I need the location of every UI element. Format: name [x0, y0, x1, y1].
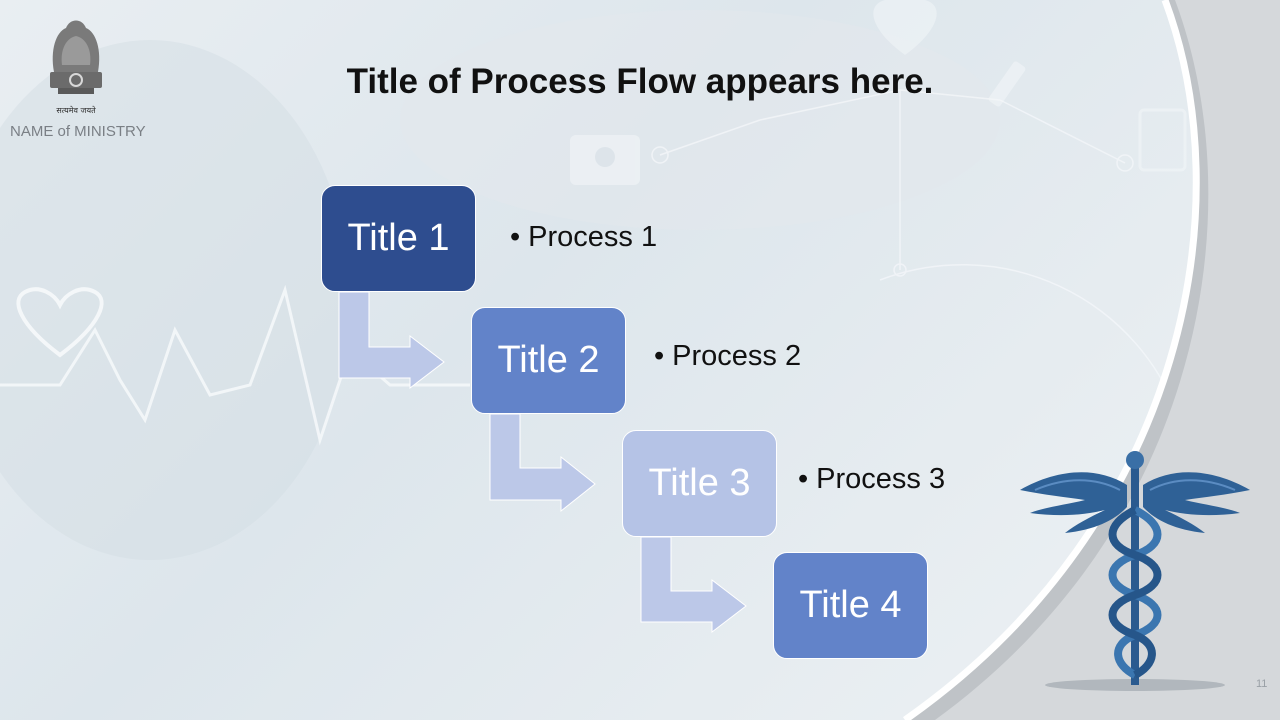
flow-step-1-process: •Process 1 — [510, 221, 657, 254]
medical-kit-icon — [570, 135, 640, 185]
flow-step-4-box: Title 4 — [773, 552, 928, 659]
process-label: Process 2 — [672, 340, 802, 372]
connector-arrow-1 — [338, 291, 445, 390]
flow-step-3-process: •Process 3 — [798, 463, 945, 496]
process-label: Process 1 — [528, 221, 658, 253]
flow-step-2-process: •Process 2 — [654, 340, 801, 373]
page-number: 11 — [1256, 678, 1268, 690]
connector-arrow-2 — [489, 413, 596, 513]
bullet: • — [654, 340, 665, 372]
national-emblem-icon: सत्यमेव जयते — [50, 20, 102, 115]
ministry-name: NAME of MINISTRY — [10, 123, 146, 140]
bullet: • — [798, 463, 809, 495]
process-label: Process 3 — [816, 463, 946, 495]
syringe-icon — [988, 61, 1026, 107]
bullet: • — [510, 221, 521, 253]
flow-step-1-box: Title 1 — [321, 185, 476, 292]
slide-title: Title of Process Flow appears here. — [346, 62, 934, 101]
caduceus-icon — [1020, 451, 1250, 691]
clipboard-icon — [1138, 108, 1187, 172]
flow-step-2-box: Title 2 — [471, 307, 626, 414]
emblem-motto: सत्यमेव जयते — [56, 105, 96, 115]
connector-arrow-3 — [640, 536, 747, 634]
flow-step-3-box: Title 3 — [622, 430, 777, 537]
heart-icon — [16, 287, 104, 358]
